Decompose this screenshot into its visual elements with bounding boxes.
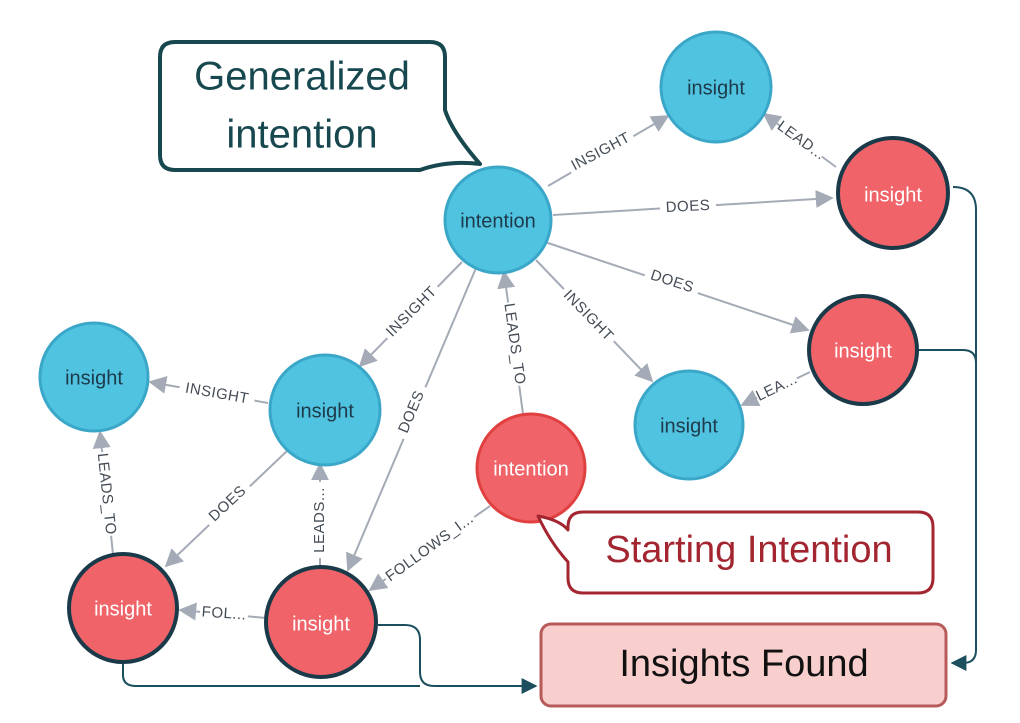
edge-label: LEADS...: [311, 487, 328, 553]
callout-text: Starting Intention: [605, 529, 892, 571]
flow-connectors: [122, 186, 977, 694]
node-insight[interactable]: insight: [38, 321, 150, 433]
node-label: insight: [834, 340, 892, 362]
edge-label: LEAD...: [774, 117, 829, 163]
callout-generalized-intention: Generalized intention: [158, 40, 482, 172]
edge-label: DOES: [665, 197, 710, 216]
flow-line-red-top: [950, 186, 977, 671]
flow-line-red-mid: [917, 349, 977, 364]
node-label: intention: [493, 458, 569, 480]
flow-line-red-bl: [122, 662, 420, 687]
node-intention-generalized[interactable]: intention: [443, 165, 553, 275]
edge-label: DOES: [206, 482, 250, 525]
edge-label: FOLLOWS_I...: [382, 510, 476, 585]
node-label: insight: [296, 400, 354, 422]
node-label: insight: [687, 77, 745, 99]
callout-text: intention: [226, 113, 377, 157]
callout-starting-intention: Starting Intention: [536, 510, 935, 595]
node-insight[interactable]: insight: [633, 369, 745, 481]
node-label: insight: [292, 613, 350, 635]
edge-label: DOES: [395, 388, 428, 436]
callout-text: Generalized: [194, 55, 410, 99]
edge-label: LEA...: [753, 370, 800, 405]
node-label: insight: [660, 415, 718, 437]
node-label: insight: [864, 184, 922, 206]
node-insight[interactable]: insight: [268, 353, 382, 467]
edge-label: INSIGHT: [383, 283, 441, 341]
node-insight-found[interactable]: insight: [836, 136, 950, 250]
node-insight-found[interactable]: insight: [264, 565, 378, 679]
node-label: insight: [65, 367, 123, 389]
insights-found-label: Insights Found: [619, 643, 868, 685]
node-label: insight: [94, 598, 152, 620]
node-intention-starting[interactable]: intention: [475, 412, 587, 524]
insights-found-box: Insights Found: [539, 622, 948, 708]
node-insight-found[interactable]: insight: [807, 294, 919, 406]
node-label: intention: [460, 210, 536, 232]
edge-label: FOL...: [201, 603, 247, 623]
edge-label: INSIGHT: [560, 287, 617, 345]
node-insight[interactable]: insight: [659, 30, 773, 144]
graph-nodes: intention insight insight insight insigh…: [38, 30, 950, 679]
node-insight-found[interactable]: insight: [67, 552, 179, 664]
flow-line-red-bc: [378, 624, 538, 694]
edge-label: INSIGHT: [568, 129, 633, 174]
